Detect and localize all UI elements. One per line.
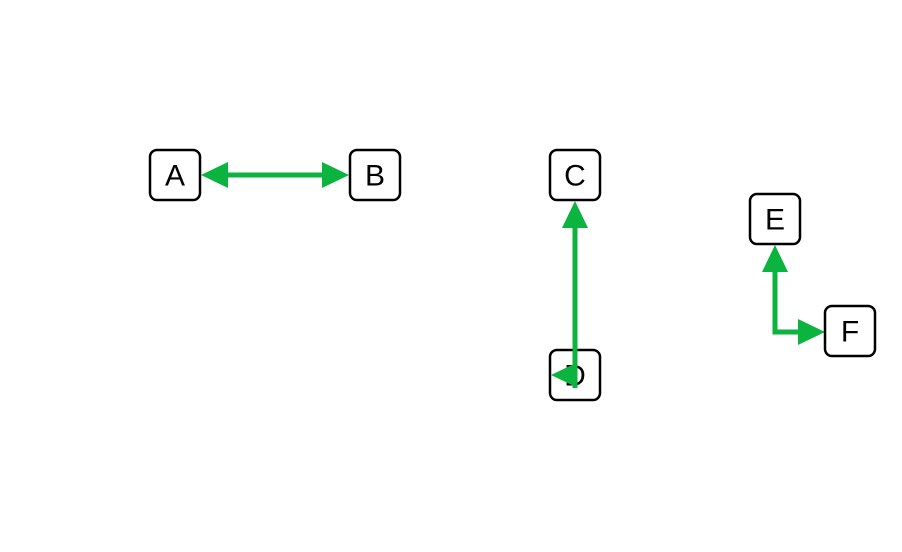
edge-a-b-arrowhead-b (322, 162, 349, 188)
overlay-layer (551, 226, 578, 388)
node-c-label: C (564, 160, 586, 193)
edge-e-f-line (772, 268, 800, 335)
node-f[interactable]: F (823, 304, 877, 358)
node-c-box (548, 148, 602, 202)
node-a-label: A (165, 160, 185, 193)
edges-layer (201, 162, 825, 345)
node-e-box (748, 192, 802, 246)
edge-a-b-arrowhead-a (201, 162, 228, 188)
node-a-box (148, 148, 202, 202)
node-f-box (823, 304, 877, 358)
node-b[interactable]: B (348, 148, 402, 202)
node-b-box (348, 148, 402, 202)
node-c[interactable]: C (548, 148, 602, 202)
node-e[interactable]: E (748, 192, 802, 246)
nodes-layer: A B C D E F (148, 148, 877, 402)
edge-e-f-arrowhead-f (798, 319, 825, 345)
node-a[interactable]: A (148, 148, 202, 202)
edge-d-c-arrowhead-c (562, 201, 588, 228)
node-e-label: E (765, 204, 785, 237)
edge-d-c-arrowhead-d (551, 363, 576, 387)
edge-e-f-arrowhead-e (762, 245, 788, 272)
node-b-label: B (365, 160, 385, 193)
node-f-label: F (841, 316, 859, 349)
